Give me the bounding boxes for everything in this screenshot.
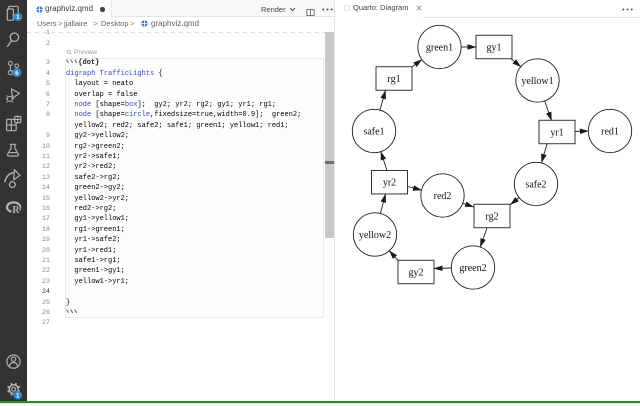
svg-text:yr2: yr2: [383, 178, 396, 189]
svg-text:green1: green1: [426, 42, 453, 53]
svg-text:gy2: gy2: [409, 267, 424, 278]
svg-text:red2: red2: [434, 191, 452, 202]
svg-text:R: R: [12, 205, 20, 216]
svg-text:6: 6: [15, 70, 19, 77]
svg-text:1: 1: [16, 393, 20, 400]
svg-text:yellow1: yellow1: [521, 76, 553, 87]
svg-text:rg2: rg2: [485, 211, 498, 222]
svg-text:1: 1: [16, 14, 20, 21]
svg-text:red1: red1: [601, 126, 619, 137]
svg-text:safe1: safe1: [363, 126, 384, 137]
svg-text:yellow2: yellow2: [359, 230, 391, 241]
svg-text:green2: green2: [459, 263, 486, 274]
svg-text:rg1: rg1: [387, 74, 400, 85]
svg-text:gy1: gy1: [487, 42, 502, 53]
svg-text:yr1: yr1: [550, 127, 563, 138]
svg-text:safe2: safe2: [525, 179, 546, 190]
